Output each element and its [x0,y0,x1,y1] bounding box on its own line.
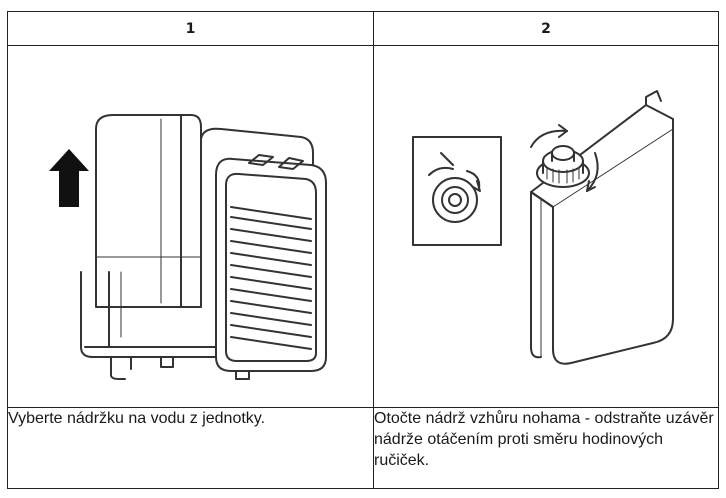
cooler-tank-removal-illustration [48,113,327,380]
arrow-up-icon [48,148,89,207]
step-2-instruction: Otočte nádrž vzhůru nohama - odstraňte u… [373,407,719,489]
instruction-table: 1 2 [7,11,719,489]
tank-cap-unscrew-illustration [412,89,674,365]
step-2-illustration-cell [373,45,719,408]
step-1-number: 1 [7,11,374,46]
step-1-instruction: Vyberte nádržku na vodu z jednotky. [7,407,374,489]
step-2-number: 2 [373,11,719,46]
step-1-illustration-cell [7,45,374,408]
